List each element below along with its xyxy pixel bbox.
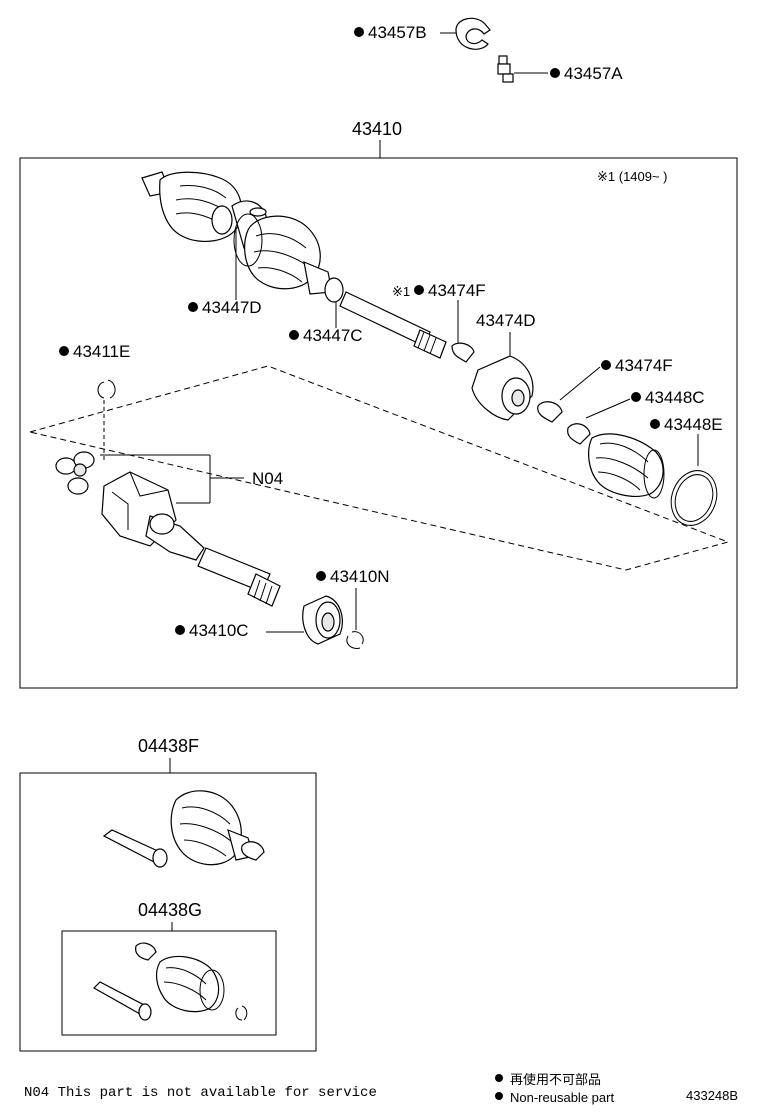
label-43474D: 43474D <box>476 311 536 330</box>
label-04438F: 04438F <box>138 736 199 756</box>
bullet-icon <box>59 346 69 356</box>
bullet-icon <box>550 68 560 78</box>
clamp-43474F-upper <box>451 342 475 363</box>
diagram-code: 433248B <box>686 1088 738 1103</box>
label-N04: N04 <box>252 469 283 488</box>
bullet-icon <box>495 1074 503 1082</box>
damper-43474D <box>471 355 534 421</box>
label-43411E: 43411E <box>73 342 130 361</box>
label-43457B: 43457B <box>368 23 427 42</box>
clamp-43457B <box>455 17 491 50</box>
label-43447D: 43447D <box>202 298 262 317</box>
outer-joint-boot <box>141 171 269 249</box>
label-43474F-prefix: ※1 <box>392 284 410 299</box>
bullet-icon <box>414 285 424 295</box>
label-43474F-upper: 43474F <box>428 281 486 300</box>
drive-shaft <box>339 291 447 359</box>
label-43410N: 43410N <box>330 567 390 586</box>
snap-ring-43410N <box>346 631 364 649</box>
boot-kit-04438G <box>93 942 248 1021</box>
bullet-icon <box>289 330 299 340</box>
label-43474F-lower: 43474F <box>615 356 673 375</box>
bullet-icon <box>601 360 611 370</box>
bolt-43457A <box>497 55 514 83</box>
legend-en: Non-reusable part <box>510 1090 614 1105</box>
tripod-joint <box>55 451 95 495</box>
bullet-icon <box>631 392 641 402</box>
dashed-region <box>29 365 730 571</box>
label-43447C: 43447C <box>303 326 363 345</box>
label-43410: 43410 <box>352 119 402 139</box>
kit-box-04438G <box>61 930 277 1036</box>
bearing-43410C <box>302 595 343 645</box>
kit-box-04438F <box>19 772 317 1052</box>
bullet-icon <box>495 1092 503 1100</box>
clamp-43474F-lower <box>537 401 563 423</box>
band-43448E <box>670 470 718 526</box>
inner-joint-housing <box>101 471 205 561</box>
bullet-icon <box>175 625 185 635</box>
bullet-icon <box>316 571 326 581</box>
inner-shaft <box>197 547 281 607</box>
label-43457A: 43457A <box>564 64 623 83</box>
legend-jp: 再使用不可部品 <box>510 1072 601 1087</box>
snap-ring-43411E <box>97 379 116 399</box>
assembly-box-43410 <box>19 157 738 689</box>
label-43448E: 43448E <box>664 415 723 434</box>
note-range: ※1 (1409~ ) <box>597 169 668 184</box>
bullet-icon <box>650 419 660 429</box>
label-04438G: 04438G <box>138 900 202 920</box>
label-43410C: 43410C <box>189 621 249 640</box>
boot-kit-04438F <box>102 790 265 868</box>
bullet-icon <box>188 302 198 312</box>
inner-boot <box>588 433 665 499</box>
bullet-icon <box>354 27 364 37</box>
boot-43447D <box>233 213 321 290</box>
label-43448C: 43448C <box>645 388 705 407</box>
clamp-43448C <box>567 423 591 445</box>
footer-n04-note: N04 This part is not available for servi… <box>24 1085 377 1101</box>
boot-neck <box>303 261 344 303</box>
